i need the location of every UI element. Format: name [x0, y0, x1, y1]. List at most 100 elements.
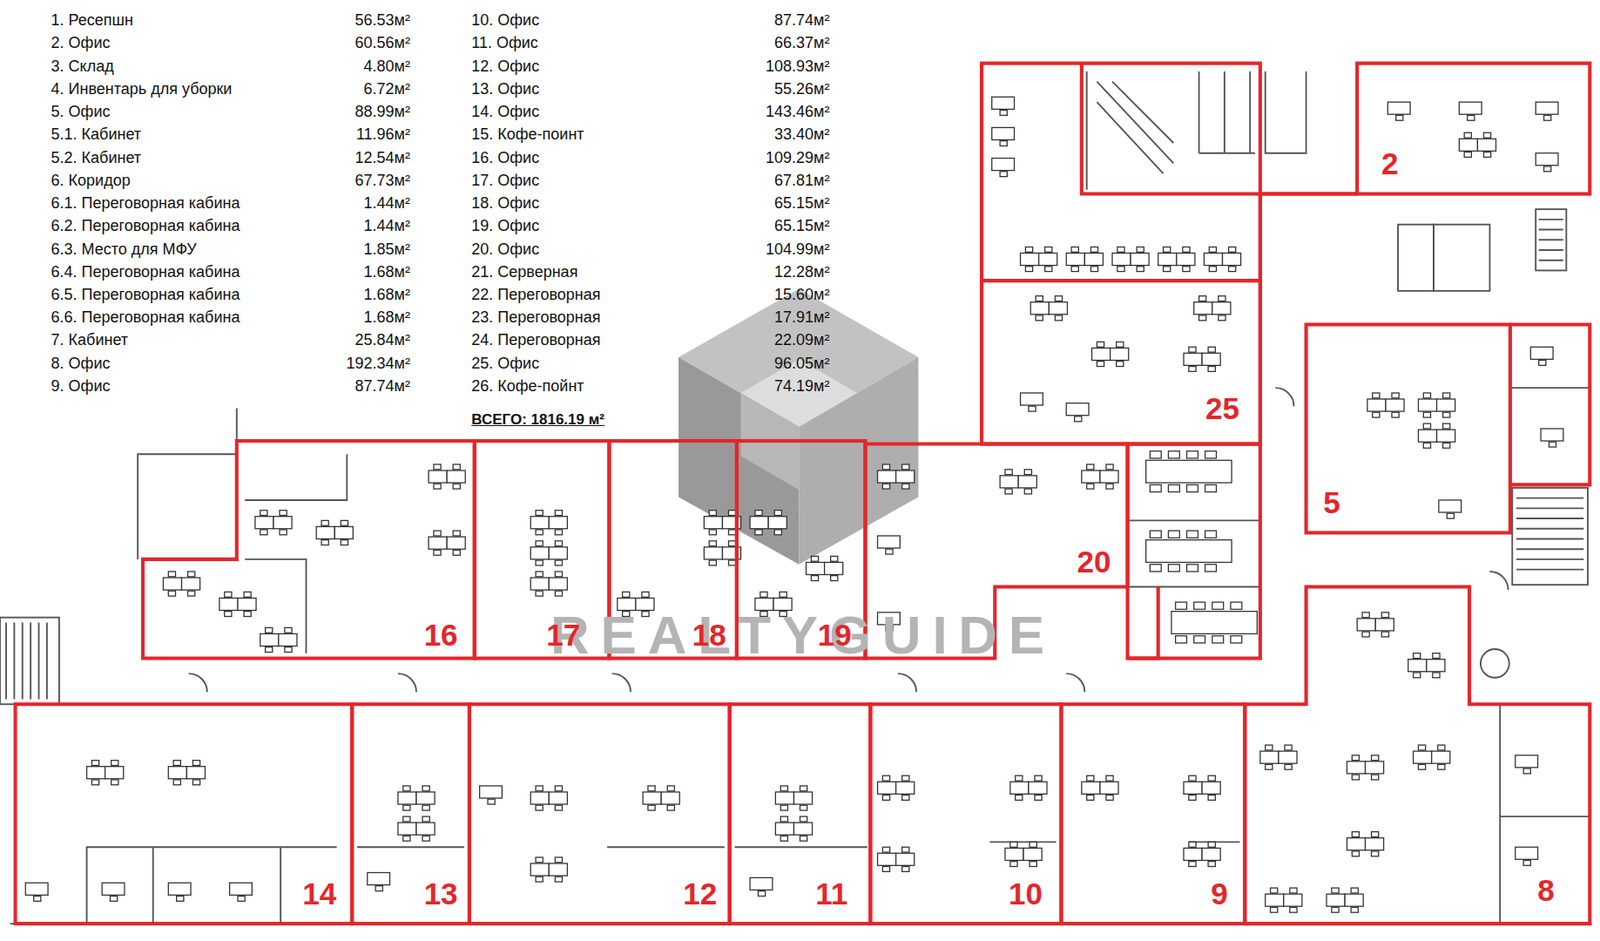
room-name: 8. Офис — [51, 354, 111, 373]
room-number: 14 — [302, 877, 337, 909]
furniture — [316, 519, 353, 545]
wall — [236, 408, 238, 441]
furniture — [1535, 101, 1559, 121]
furniture — [1183, 841, 1221, 866]
furniture — [1260, 744, 1297, 770]
furniture — [1020, 392, 1044, 412]
room-area: 6.72м² — [364, 80, 411, 99]
room-outline — [1081, 63, 1357, 195]
furniture — [749, 510, 787, 535]
wall — [1516, 498, 1584, 570]
furniture — [775, 785, 812, 811]
watermark: REALTYGUIDE — [550, 607, 1056, 662]
room-number: 17 — [546, 619, 581, 650]
watermark-logo — [678, 288, 919, 564]
room-name: 17. Офис — [471, 171, 540, 190]
room-area: 192.34м² — [346, 354, 411, 373]
furniture — [992, 127, 1015, 146]
furniture — [1183, 775, 1221, 800]
room-outline — [15, 703, 353, 924]
furniture — [1438, 499, 1462, 519]
room-area-box: 11 — [729, 703, 871, 924]
furniture — [806, 555, 844, 581]
wall — [137, 453, 237, 560]
room-outline — [1244, 587, 1590, 925]
wall — [1480, 648, 1510, 678]
furniture — [642, 785, 680, 811]
furniture — [992, 158, 1015, 177]
room-area-box: 14 — [15, 703, 353, 924]
room-number: 16 — [424, 619, 459, 650]
room-name: 16. Офис — [471, 148, 540, 168]
furniture — [1194, 296, 1231, 321]
wall — [1539, 219, 1564, 261]
room-area: 1.68м² — [364, 308, 411, 327]
room-area: 12.54м² — [355, 148, 411, 168]
furniture — [1346, 755, 1384, 780]
room-number: 19 — [817, 619, 852, 650]
room-name: 24. Переговорная — [471, 330, 601, 350]
wall — [87, 846, 338, 924]
room-number: 20 — [1076, 546, 1111, 577]
room-area: 88.99м² — [355, 102, 411, 122]
furniture — [1387, 101, 1411, 121]
room-number: 10 — [1008, 877, 1043, 909]
furniture — [1081, 775, 1119, 800]
room-name: 22. Переговорная — [471, 285, 601, 304]
furniture — [168, 760, 205, 785]
room-area: 104.99м² — [765, 240, 830, 259]
room-area: 15.60м² — [774, 285, 830, 304]
room-number: 2 — [1381, 148, 1398, 179]
furniture — [229, 882, 253, 901]
room-name: 5. Офис — [51, 102, 111, 122]
room-name: 19. Офис — [471, 216, 540, 236]
room-name: 5.1. Кабинет — [51, 125, 142, 144]
furniture — [749, 877, 773, 896]
room-outline — [1060, 703, 1245, 924]
room-area: 33.40м² — [774, 125, 830, 144]
room-name: 18. Офис — [471, 194, 540, 213]
total-area: ВСЕГО: 1816.19 м² — [471, 411, 605, 429]
room-name: 20. Офис — [471, 240, 540, 259]
room-outline — [729, 703, 871, 924]
wall — [6, 622, 48, 700]
furniture — [255, 510, 292, 535]
room-area-box: 19 — [736, 440, 866, 659]
room-area: 1.85м² — [364, 240, 411, 259]
room-area: 67.81м² — [774, 171, 830, 190]
room-number: 5 — [1323, 486, 1340, 518]
furniture — [1010, 775, 1047, 800]
furniture — [1146, 530, 1232, 572]
furniture — [162, 571, 200, 596]
furniture — [1458, 132, 1496, 157]
room-outline — [981, 63, 1261, 282]
room-area-box: 10 — [870, 703, 1061, 924]
room-outline — [142, 440, 475, 659]
room-area-box: 20 — [864, 444, 1128, 588]
wall — [357, 841, 1240, 847]
room-name: 14. Офис — [471, 102, 540, 122]
furniture — [530, 857, 568, 882]
wall — [1510, 387, 1590, 485]
furniture — [1146, 451, 1232, 493]
furniture — [1265, 887, 1303, 912]
furniture — [530, 540, 568, 566]
furniture — [877, 775, 915, 800]
furniture — [398, 785, 435, 811]
room-name: 13. Офис — [471, 80, 540, 99]
furniture — [1515, 755, 1539, 774]
wall — [1499, 703, 1590, 924]
room-outline — [351, 703, 470, 924]
room-name: 10. Офис — [471, 11, 540, 30]
room-area-box: 9 — [1060, 703, 1245, 924]
room-name: 12. Офис — [471, 57, 540, 76]
furniture — [530, 510, 568, 535]
room-area-box: 16 — [236, 440, 475, 659]
wall — [244, 453, 347, 653]
furniture — [260, 627, 298, 652]
furniture — [877, 846, 915, 871]
room-outline — [981, 280, 1261, 444]
furniture — [775, 816, 812, 841]
wall — [1433, 224, 1490, 291]
room-outline — [870, 703, 1061, 924]
